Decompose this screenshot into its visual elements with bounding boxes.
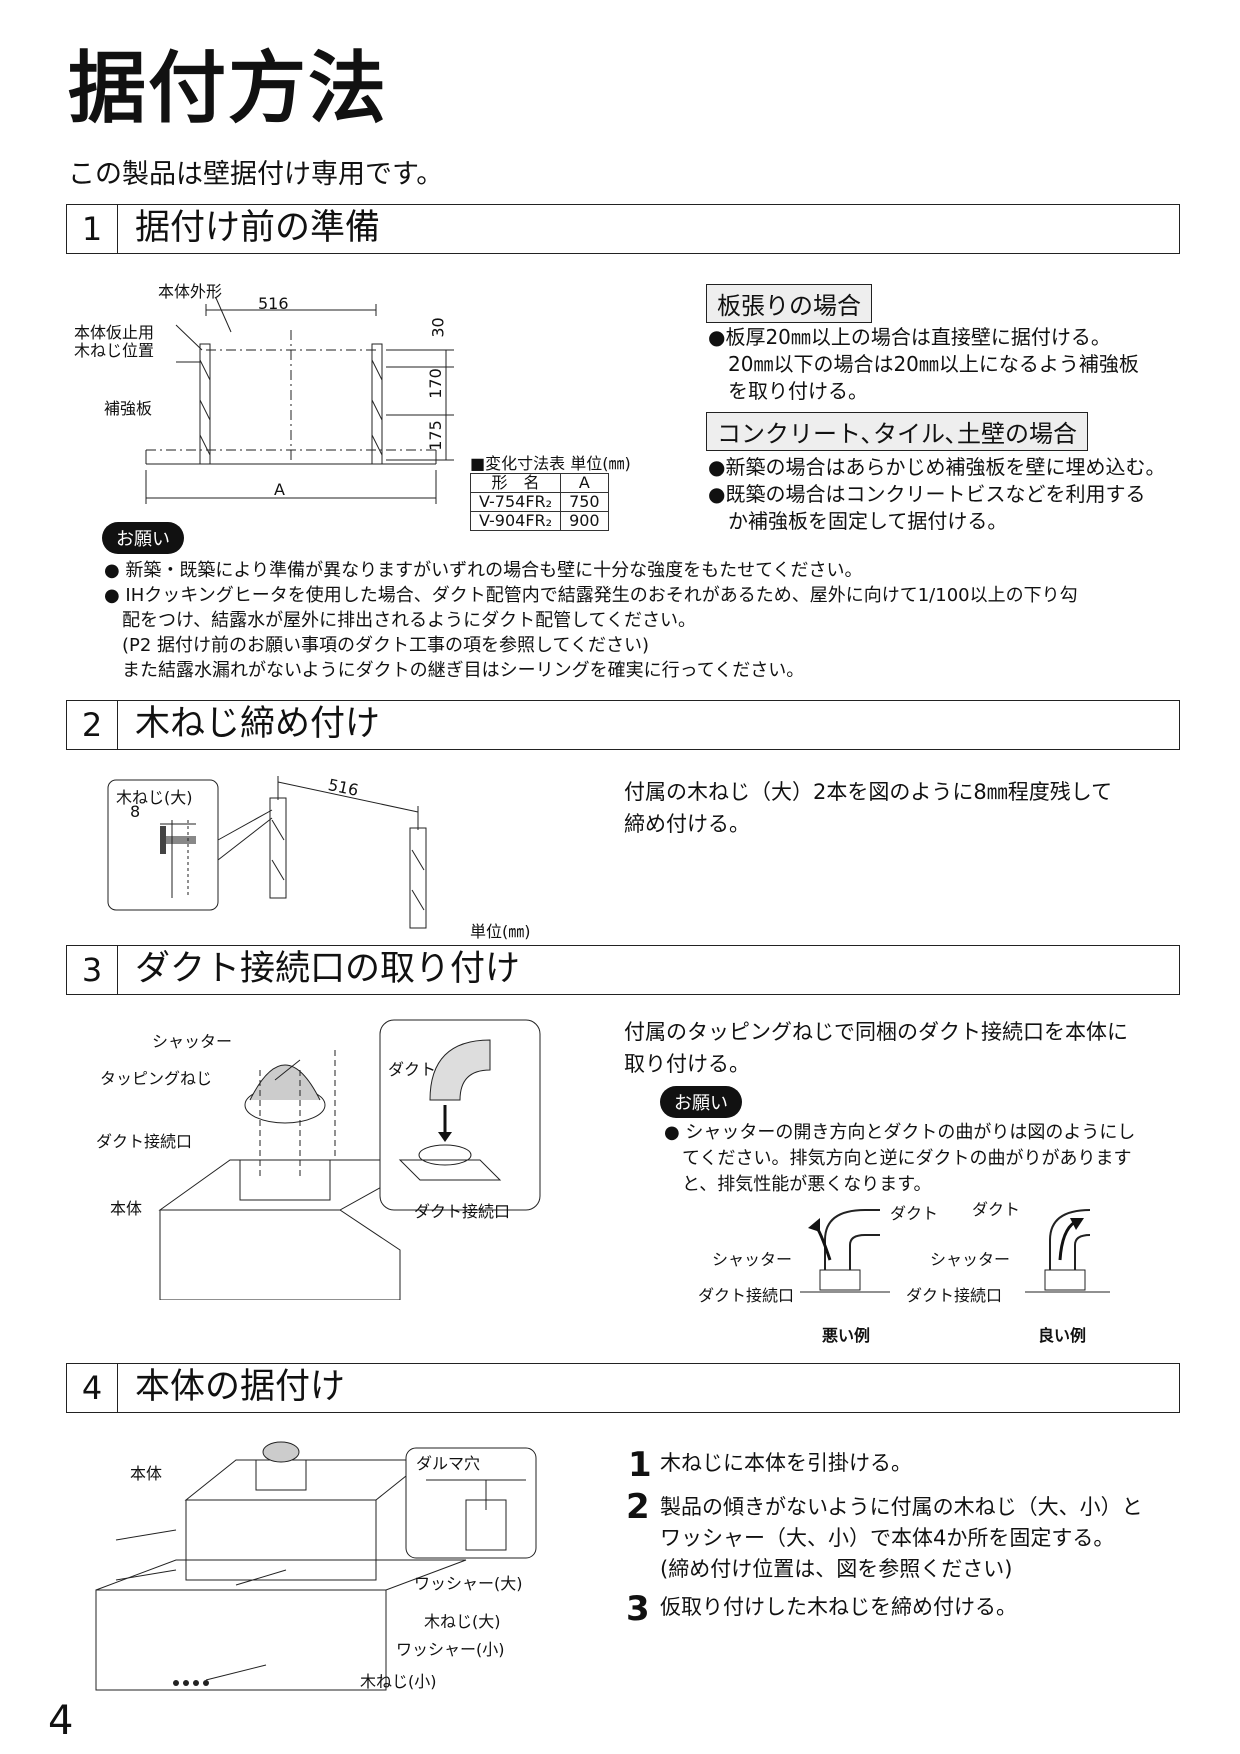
reinforcement-board-label: 補強板 [104, 399, 153, 418]
concrete-wall-title: コンクリート､タイル､土壁の場合 [706, 412, 1088, 451]
washer-large-label: ワッシャー(大) [414, 1574, 523, 1593]
section-title: ダクト接続口の取り付け [135, 949, 521, 989]
mount-step-1: 木ねじに本体を引掛ける。 [660, 1451, 912, 1475]
concrete-wall-text: ●新築の場合はあらかじめ補強板を壁に埋め込む。 ●既築の場合はコンクリートビスな… [708, 455, 1166, 533]
notice-badge: お願い [660, 1086, 742, 1118]
step3-instructions: 付属のタッピングねじで同梱のダクト接続口を本体に 取り付ける。 [624, 1020, 1128, 1076]
shutter-orientation-diagram [800, 1209, 1110, 1293]
good-shutter-label: シャッター [930, 1250, 1011, 1269]
section-number: 2 [67, 701, 118, 749]
section-header-4: 4 本体の据付け [66, 1363, 1180, 1413]
daruma-hole-label: ダルマ穴 [416, 1454, 481, 1473]
section-number: 1 [67, 205, 118, 253]
wood-screw-large-label: 木ねじ(大) [116, 788, 193, 807]
screw-diagram [107, 776, 427, 929]
section-title: 木ねじ締め付け [135, 704, 381, 744]
dimension-175: 175 [425, 420, 445, 451]
duct-label: ダクト [388, 1060, 437, 1079]
good-example-label: 良い例 [1038, 1326, 1087, 1345]
tapping-screw-label: タッピングねじ [100, 1069, 213, 1088]
shutter-label: シャッター [152, 1032, 233, 1051]
section-number: 3 [67, 946, 118, 994]
body-label: 本体 [110, 1199, 143, 1218]
wood-screw-large-label: 木ねじ(大) [424, 1612, 501, 1631]
duct-port-label-inset: ダクト接続口 [414, 1202, 511, 1221]
duct-port-label: ダクト接続口 [96, 1132, 193, 1151]
board-wall-title: 板張りの場合 [706, 284, 872, 323]
body-label: 本体 [130, 1464, 163, 1483]
dimension-table-caption: ■変化寸法表 単位(㎜) [470, 454, 631, 473]
page-subtitle: この製品は壁据付け専用です。 [68, 159, 444, 190]
section-header-2: 2 木ねじ締め付け [66, 700, 1180, 750]
body-mounting-diagram [95, 1441, 537, 1691]
section-title: 据付け前の準備 [135, 208, 381, 248]
good-duct-port-label: ダクト接続口 [906, 1286, 1003, 1305]
section-header-3: 3 ダクト接続口の取り付け [66, 945, 1180, 995]
outline-label: 本体外形 [158, 282, 223, 301]
width-dimension: 516 [258, 294, 289, 313]
bad-duct-port-label: ダクト接続口 [698, 1286, 795, 1305]
mount-step-3: 仮取り付けした木ねじを締め付ける。 [660, 1595, 1017, 1619]
wood-screw-small-label: 木ねじ(小) [360, 1672, 437, 1691]
preparation-diagram [145, 297, 454, 504]
notice-badge: お願い [102, 522, 184, 554]
bad-shutter-label: シャッター [712, 1250, 793, 1269]
dimension-170: 170 [425, 368, 445, 399]
dimension-table: 形 名 A V-754FR₂ 750 V-904FR₂ 900 [469, 473, 609, 531]
notice-text: ● シャッターの開き方向とダクトの曲がりは図のようにし てください。排気方向と逆… [664, 1122, 1136, 1195]
table-header: 形 名 [469, 473, 562, 493]
bad-duct-label: ダクト [890, 1204, 939, 1223]
table-row: V-904FR₂ 900 [469, 511, 609, 531]
section-header-1: 1 据付け前の準備 [66, 204, 1180, 254]
board-wall-text: ●板厚20㎜以上の場合は直接壁に据付ける。 20㎜以下の場合は20㎜以上になるよ… [708, 325, 1139, 403]
step-number: 2 [626, 1487, 650, 1527]
dimension-8: 8 [130, 802, 141, 821]
table-row: V-754FR₂ 750 [469, 492, 609, 512]
duct-connection-diagram [158, 1019, 541, 1300]
table-header: A [560, 473, 609, 493]
bad-example-label: 悪い例 [822, 1326, 871, 1345]
notice-text: ● 新築・既築により準備が異なりますがいずれの場合も壁に十分な強度をもたせてくだ… [104, 560, 1078, 681]
page-title: 据付方法 [68, 44, 389, 134]
good-duct-label: ダクト [972, 1200, 1021, 1219]
dimension-a: A [274, 480, 285, 499]
page-number: 4 [48, 1698, 74, 1744]
mount-step-2: 製品の傾きがないように付属の木ねじ（大、小）と ワッシャー（大、小）で本体4か所… [660, 1495, 1143, 1581]
step2-instructions: 付属の木ねじ（大）2本を図のように8㎜程度残して 締め付ける。 [624, 780, 1113, 836]
dimension-30: 30 [428, 317, 448, 338]
washer-small-label: ワッシャー(小) [396, 1640, 505, 1659]
step-number: 3 [626, 1589, 650, 1629]
section-number: 4 [67, 1364, 118, 1412]
section-title: 本体の据付け [135, 1367, 346, 1407]
step-number: 1 [628, 1445, 652, 1485]
screw-position-label: 本体仮止用 木ねじ位置 [74, 323, 155, 360]
unit-label: 単位(㎜) [470, 922, 531, 941]
